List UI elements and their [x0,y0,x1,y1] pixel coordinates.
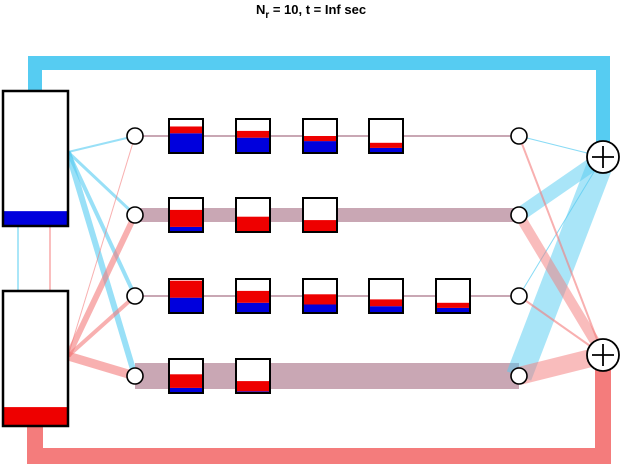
tank-red-level [169,280,203,298]
top-reservoir [1,89,70,228]
output-node-2 [510,206,528,224]
tank-1-4 [368,118,404,154]
reservoirs [1,89,70,428]
tank-3-3 [302,278,338,314]
tank-3-4 [368,278,404,314]
tank-blue-level [236,302,270,313]
tank-red-level [369,142,403,148]
tank-red-level [303,294,337,305]
nodes [126,127,528,385]
outflow-blue-4 [506,152,616,381]
tank-blue-level [236,137,270,153]
outflow-red-3 [518,295,604,356]
tank-red-level [236,381,270,392]
plot-title: Nr = 10, t = Inf sec [255,2,367,21]
outflow-red-1 [518,135,604,356]
tank-2-3 [302,197,338,233]
tank-blue-level [169,387,203,393]
tank-4-2 [235,358,271,394]
tank-2-1 [168,197,204,233]
tank-1-1 [168,118,204,154]
inflow-red-4 [66,351,137,381]
tank-blue-level [369,147,403,153]
inflow-red-2 [65,213,138,358]
tank-red-level [236,290,270,303]
tank-3-5 [435,278,471,314]
tank-red-level [236,130,270,138]
inflow-blue-3 [66,151,137,297]
input-node-2 [126,206,144,224]
output-node-3 [510,287,528,305]
reservoir-level [3,407,68,426]
tank-blue-level [436,307,470,313]
red-return-loop [27,355,611,464]
tank-blue-level [303,141,337,153]
tank-red-level [303,220,337,232]
output-node-1 [510,127,528,145]
inflow-blue-4 [65,151,138,377]
tank-blue-level [169,297,203,313]
tank-red-level [303,136,337,142]
tank-blue-level [303,304,337,313]
adders [586,140,620,372]
bottom-reservoir [1,289,70,428]
input-node-3 [126,287,144,305]
tank-3-1 [168,278,204,314]
tank-red-level [236,216,270,232]
tanks [168,118,471,394]
tank-blue-level [169,226,203,232]
output-node-4 [510,367,528,385]
tank-3-2 [235,278,271,314]
reservoir-level [3,211,68,226]
inflow-red-3 [66,294,137,358]
tank-red-level [169,209,203,227]
plus-circle-icon [586,140,620,174]
input-node-4 [126,367,144,385]
tank-blue-level [169,133,203,153]
outflow-red-2 [514,212,608,358]
plus-circle-icon [586,338,620,372]
tank-red-level [369,299,403,307]
tank-1-3 [302,118,338,154]
inflow-red-1 [67,135,136,357]
tank-red-level [436,302,470,308]
inflow-blue-1 [67,135,136,153]
tank-4-1 [168,358,204,394]
tank-2-2 [235,197,271,233]
tank-blue-level [369,306,403,313]
inflow-blue-2 [66,150,137,217]
tank-1-2 [235,118,271,154]
tank-red-level [169,126,203,134]
tank-red-level [169,374,203,388]
blue-return-loop [28,56,610,155]
input-node-1 [126,127,144,145]
